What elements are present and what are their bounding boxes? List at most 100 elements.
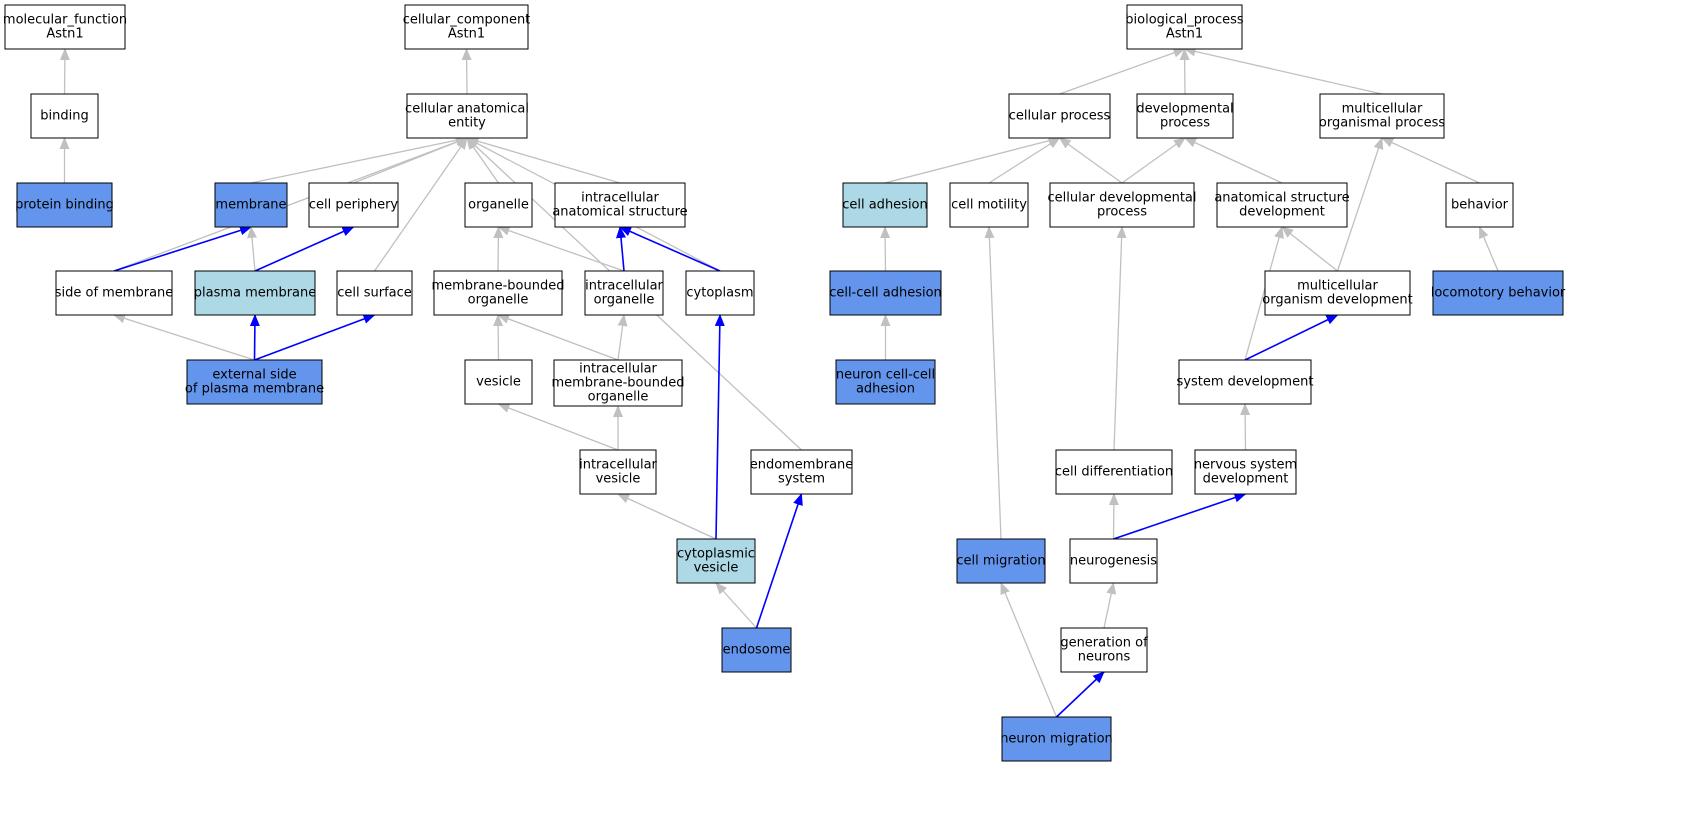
node-label: side of membrane — [55, 286, 174, 301]
edge-cell_adhesion-to-cellular_process — [884, 135, 1061, 184]
node-locomotory[interactable]: locomotory behavior — [1431, 270, 1566, 316]
node-label: neurons — [1078, 650, 1131, 665]
node-label: developmental — [1136, 102, 1233, 117]
node-label: plasma membrane — [194, 286, 317, 301]
node-label: binding — [40, 109, 88, 124]
node-box — [4, 4, 126, 50]
edge-neuron_migration-to-gon — [1055, 671, 1105, 718]
node-cell-surface[interactable]: cell surface — [336, 270, 413, 316]
node-label: cell differentiation — [1055, 465, 1173, 480]
edge-cellular_process-to-bp — [1059, 48, 1186, 95]
node-label: Astn1 — [1166, 27, 1203, 42]
edge-io-to-ias — [616, 226, 626, 272]
node-neurogenesis[interactable]: neurogenesis — [1069, 538, 1158, 584]
node-protein-binding[interactable]: protein binding — [15, 182, 114, 228]
edge-plasma_membrane-to-cell_periphery — [254, 226, 355, 272]
node-box — [1319, 93, 1445, 139]
node-celldiff[interactable]: cell differentiation — [1055, 449, 1173, 495]
node-cell-periphery[interactable]: cell periphery — [308, 182, 399, 228]
node-label: anatomical structure — [1214, 191, 1349, 206]
node-label: vesicle — [596, 472, 641, 487]
node-label: adhesion — [856, 382, 915, 397]
edge-organelle-to-cae — [466, 137, 500, 184]
node-endosome[interactable]: endosome — [721, 627, 792, 673]
node-box — [1264, 270, 1411, 316]
node-vesicle[interactable]: vesicle — [464, 359, 533, 405]
node-label: cytoplasm — [686, 286, 753, 301]
edge-iv-to-vesicle — [497, 403, 619, 451]
node-box — [1049, 182, 1195, 228]
node-label: endosome — [723, 643, 791, 658]
node-box — [676, 538, 756, 584]
edge-sysdev-to-asd — [1244, 226, 1284, 361]
edge-endosome-to-endomembrane — [755, 493, 803, 629]
node-label: organelle — [588, 390, 649, 405]
node-label: organelle — [468, 198, 529, 213]
edge-dev_process-to-bp — [1179, 48, 1190, 95]
node-label: vesicle — [476, 375, 521, 390]
node-cytoplasm[interactable]: cytoplasm — [685, 270, 755, 316]
node-box — [835, 359, 936, 405]
node-binding[interactable]: binding — [30, 93, 99, 139]
node-cca[interactable]: cell-cell adhesion — [829, 270, 942, 316]
edge-membrane-to-cae — [250, 135, 468, 184]
node-behavior[interactable]: behavior — [1445, 182, 1514, 228]
node-membrane[interactable]: membrane — [214, 182, 288, 228]
node-box — [750, 449, 853, 495]
edge-vesicle-to-mbo — [493, 314, 504, 361]
node-label: cell adhesion — [842, 198, 928, 213]
edge-esopm-to-side_membrane — [113, 313, 255, 361]
node-cellular-process[interactable]: cellular process — [1008, 93, 1111, 139]
edge-imbo-to-mbo — [497, 314, 619, 361]
edge-cell_motility-to-cellular_process — [988, 137, 1061, 184]
node-box — [308, 182, 399, 228]
node-label: cell-cell adhesion — [829, 286, 942, 301]
node-plasma-membrane[interactable]: plasma membrane — [194, 270, 317, 316]
edge-side_membrane-to-membrane — [113, 225, 252, 272]
node-side-membrane[interactable]: side of membrane — [55, 270, 174, 316]
edge-behavior-to-mop — [1381, 137, 1480, 184]
node-box — [949, 182, 1029, 228]
node-label: Astn1 — [46, 27, 83, 42]
edge-cdp-to-dev_process — [1121, 137, 1186, 184]
node-box — [1178, 359, 1312, 405]
node-label: multicellular — [1342, 102, 1423, 117]
edge-sysdev-to-mod — [1244, 314, 1339, 361]
edge-nsd-to-sysdev — [1240, 403, 1251, 451]
node-label: protein binding — [15, 198, 114, 213]
node-cell-migration[interactable]: cell migration — [956, 538, 1046, 584]
node-box — [1008, 93, 1111, 139]
node-organelle[interactable]: organelle — [464, 182, 533, 228]
node-neuron-migration[interactable]: neuron migration — [1000, 716, 1113, 762]
node-label: behavior — [1451, 198, 1509, 213]
node-sysdev[interactable]: system development — [1177, 359, 1314, 405]
node-cell-adhesion[interactable]: cell adhesion — [842, 182, 928, 228]
node-label: intracellular — [585, 279, 663, 294]
node-cell-motility[interactable]: cell motility — [949, 182, 1029, 228]
node-label: neurogenesis — [1070, 554, 1157, 569]
node-box — [685, 270, 755, 316]
node-box — [1055, 449, 1173, 495]
node-box — [336, 270, 413, 316]
